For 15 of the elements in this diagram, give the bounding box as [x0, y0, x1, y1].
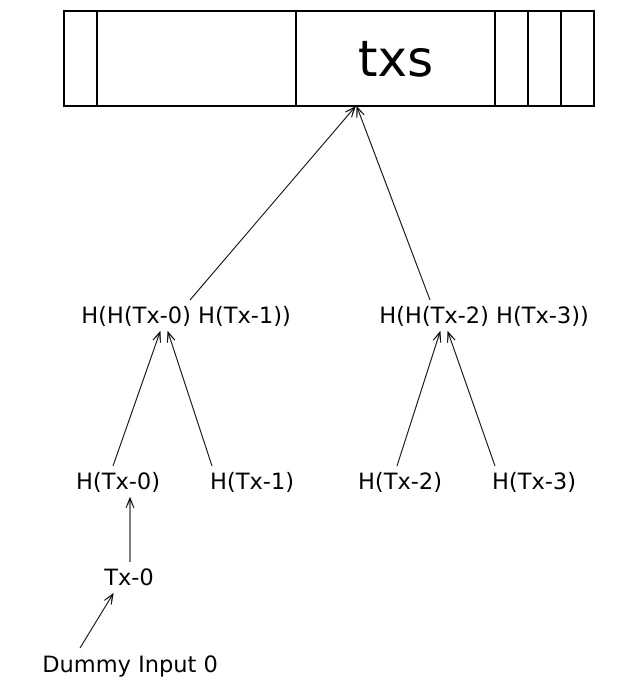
hash-label: H(Tx-0) — [60, 466, 176, 498]
array-label: txs — [358, 30, 434, 86]
array-cell — [295, 10, 496, 107]
hash-label: H(H(Tx-2) H(Tx-3)) — [343, 300, 625, 332]
hash-label: Dummy Input 0 — [12, 648, 248, 682]
array-cell — [63, 10, 98, 107]
array-cell — [96, 10, 297, 107]
hash-label: H(Tx-2) — [342, 466, 458, 498]
hash-label: Tx-0 — [94, 562, 164, 594]
hash-label: H(Tx-1) — [194, 466, 310, 498]
hash-label: H(H(Tx-0) H(Tx-1)) — [45, 300, 327, 332]
array-cell — [560, 10, 595, 107]
array-cell — [527, 10, 562, 107]
array-cell — [494, 10, 529, 107]
hash-label: H(Tx-3) — [476, 466, 592, 498]
